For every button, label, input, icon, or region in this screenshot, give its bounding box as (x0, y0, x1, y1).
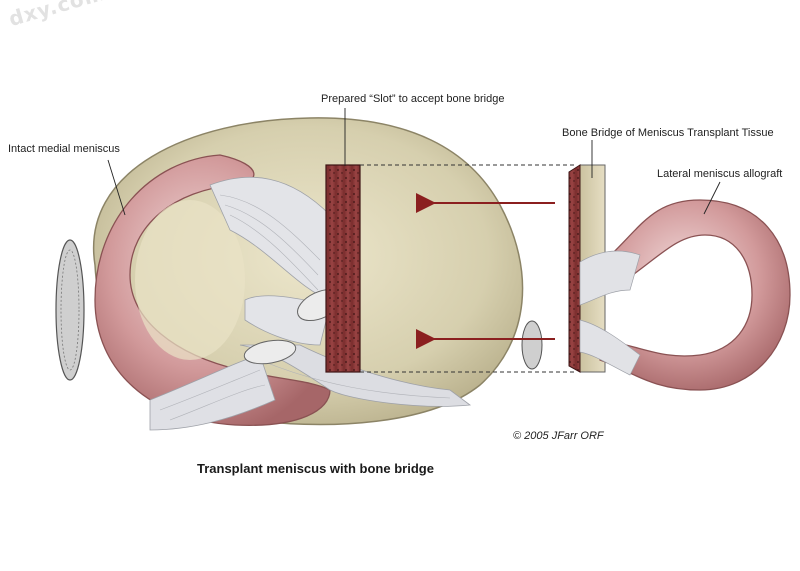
bone-bridge-label: Bone Bridge of Meniscus Transplant Tissu… (562, 127, 774, 139)
bone-bridge-cut-face (568, 164, 581, 373)
slot-label: Prepared “Slot” to accept bone bridge (321, 93, 505, 105)
medial-meniscus (94, 154, 331, 426)
figure-caption: Transplant meniscus with bone bridge (197, 461, 434, 476)
copyright-text: © 2005 JFarr ORF (513, 430, 604, 442)
lateral-allograft-label: Lateral meniscus allograft (657, 168, 783, 180)
intact-meniscus-label: Intact medial meniscus (8, 143, 120, 155)
prepared-slot (325, 164, 361, 373)
left-bone-end (55, 239, 85, 381)
right-bone-end (521, 320, 543, 370)
ligament-cut-end-lower (243, 339, 297, 365)
